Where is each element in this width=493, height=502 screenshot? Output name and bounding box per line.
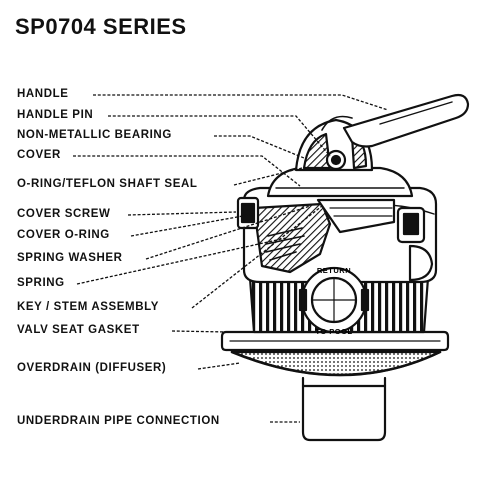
label-overdrain-diffuser: OVERDRAIN (DIFFUSER): [17, 362, 167, 374]
leader-cover: [73, 155, 301, 187]
port-text-bottom: TO POOL: [315, 327, 352, 336]
label-key-stem-assembly: KEY / STEM ASSEMBLY: [17, 301, 159, 313]
label-valv-seat-gasket: VALV SEAT GASKET: [17, 324, 140, 336]
label-o-ring-teflon-shaft-seal: O-RING/TEFLON SHAFT SEAL: [17, 178, 198, 190]
label-spring-washer: SPRING WASHER: [17, 252, 123, 264]
label-handle: HANDLE: [17, 88, 69, 100]
label-cover: COVER: [17, 149, 61, 161]
leader-o-ring-teflon-shaft-seal: [233, 167, 303, 186]
leader-cover-o-ring: [130, 213, 255, 237]
valve-cover: [266, 166, 414, 198]
label-spring: SPRING: [17, 277, 65, 289]
valve-handle: [342, 93, 470, 148]
leader-handle: [93, 94, 389, 111]
port-text-top: RETURN: [317, 266, 351, 275]
leader-cover-screw: [127, 211, 237, 216]
label-cover-o-ring: COVER O-RING: [17, 229, 110, 241]
label-non-metallic-bearing: NON-METALLIC BEARING: [17, 129, 172, 141]
underdrain-pipe: [301, 376, 387, 442]
label-handle-pin: HANDLE PIN: [17, 109, 94, 121]
diagram-title: SP0704 SERIES: [15, 14, 187, 39]
spring: [265, 227, 305, 261]
leader-valv-seat-gasket: [171, 330, 229, 333]
label-cover-screw: COVER SCREW: [17, 208, 111, 220]
leader-overdrain-diffuser: [197, 362, 241, 370]
leader-handle-pin: [108, 115, 331, 157]
label-underdrain-pipe-connection: UNDERDRAIN PIPE CONNECTION: [17, 415, 220, 427]
leader-non-metallic-bearing: [214, 135, 305, 159]
leader-spring: [76, 237, 287, 285]
leader-key-stem-assembly: [191, 205, 323, 309]
